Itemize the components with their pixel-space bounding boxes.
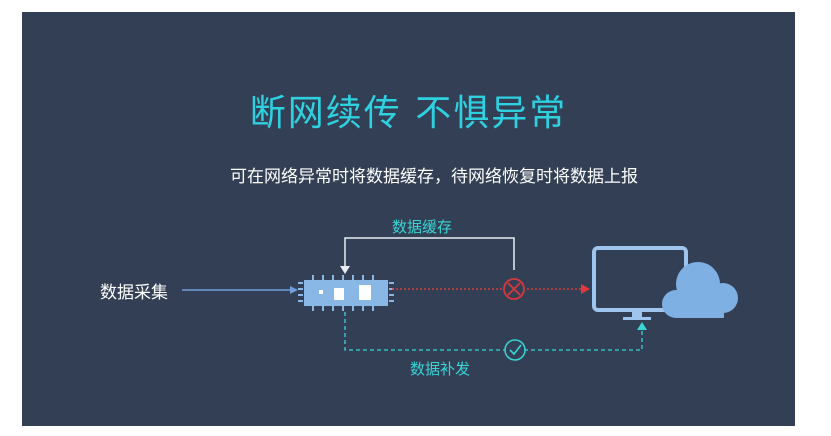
label-data-collect: 数据采集 [100, 283, 168, 303]
flow-diagram [182, 237, 738, 361]
check-icon [504, 339, 526, 361]
error-x-icon [503, 278, 525, 300]
label-data-cache: 数据缓存 [392, 218, 453, 236]
device-icon [298, 275, 394, 311]
label-data-resend: 数据补发 [410, 360, 471, 378]
slide-title: 断网续传 不惧异常 [249, 93, 568, 134]
collect-arrow [182, 286, 298, 294]
cache-loop-arrow [340, 237, 515, 274]
slide-subtitle: 可在网络异常时将数据缓存，待网络恢复时将数据上报 [230, 167, 638, 187]
cloud-icon [662, 262, 738, 318]
failed-upload-arrow [392, 284, 590, 294]
resend-arrow [344, 312, 647, 351]
slide-background: 断网续传 不惧异常 可在网络异常时将数据缓存，待网络恢复时将数据上报 [22, 12, 795, 426]
